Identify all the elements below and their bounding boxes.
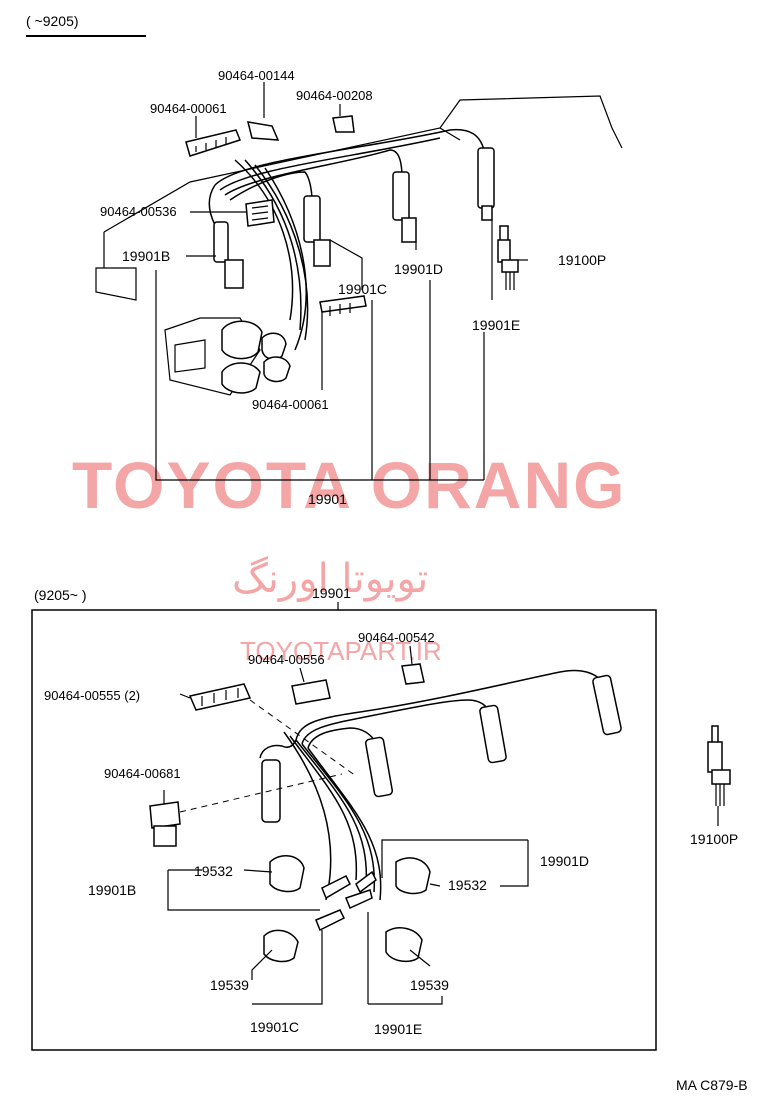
watermark-brand-persian: تویوتا اورنگ [232, 556, 428, 602]
watermark-url: TOYOTAPART.IR [240, 636, 442, 666]
callout-90464-00556: 90464-00556 [248, 652, 325, 667]
callout-90464-00208: 90464-00208 [296, 88, 373, 103]
engine-outline [95, 95, 623, 396]
watermark-brand: TOYOTA ORANG [72, 448, 626, 522]
callout-19901c-bottom: 19901C [250, 1019, 299, 1035]
callout-19901e: 19901E [472, 317, 520, 333]
callout-90464-00555: 90464-00555 (2) [44, 688, 140, 703]
callout-19901b: 19901B [122, 248, 170, 264]
top-leader-lines [155, 82, 528, 481]
diagram-code: MA C879-B [676, 1077, 748, 1093]
bottom-plug-boots [261, 674, 622, 823]
bottom-set-label: 19901 [312, 585, 351, 601]
bottom-coil-boots [263, 855, 431, 963]
callout-19901d: 19901D [394, 261, 443, 277]
callout-19100p-top: 19100P [558, 252, 606, 268]
callout-19539-right: 19539 [410, 977, 449, 993]
bottom-leader-lines [163, 645, 719, 1005]
callout-19100p-bottom: 19100P [690, 831, 738, 847]
callout-19901d-bottom: 19901D [540, 853, 589, 869]
callout-90464-00061-a: 90464-00061 [150, 101, 227, 116]
callout-19539-left: 19539 [210, 977, 249, 993]
bottom-range-label: (9205~ ) [34, 587, 87, 603]
callout-19532-left: 19532 [194, 863, 233, 879]
callout-19901e-bottom: 19901E [374, 1021, 422, 1037]
top-clamps [185, 115, 367, 316]
callout-90464-00536: 90464-00536 [100, 204, 177, 219]
callout-19901b-bottom: 19901B [88, 882, 136, 898]
callout-90464-00144: 90464-00144 [218, 68, 295, 83]
bottom-clamps [149, 663, 425, 847]
watermark: TOYOTA ORANG تویوتا اورنگ TOYOTAPART.IR [72, 448, 626, 666]
callout-90464-00681: 90464-00681 [104, 766, 181, 781]
bottom-frame [31, 609, 657, 1051]
bottom-wire-harness [259, 669, 605, 901]
top-section: ( ~9205) [26, 13, 623, 507]
top-range-label: ( ~9205) [26, 13, 79, 29]
top-spark-plug [497, 225, 519, 290]
top-coil-boots [221, 320, 291, 394]
top-wire-harness [208, 128, 485, 351]
callout-90464-00061-b: 90464-00061 [252, 397, 329, 412]
callout-19901c: 19901C [338, 281, 387, 297]
top-plug-boots [213, 147, 495, 289]
callout-19901-top: 19901 [308, 491, 347, 507]
bottom-spark-plug [707, 725, 731, 806]
callout-90464-00542: 90464-00542 [358, 630, 435, 645]
bottom-section: (9205~ ) 19901 [31, 585, 738, 1051]
callout-19532-right: 19532 [448, 877, 487, 893]
